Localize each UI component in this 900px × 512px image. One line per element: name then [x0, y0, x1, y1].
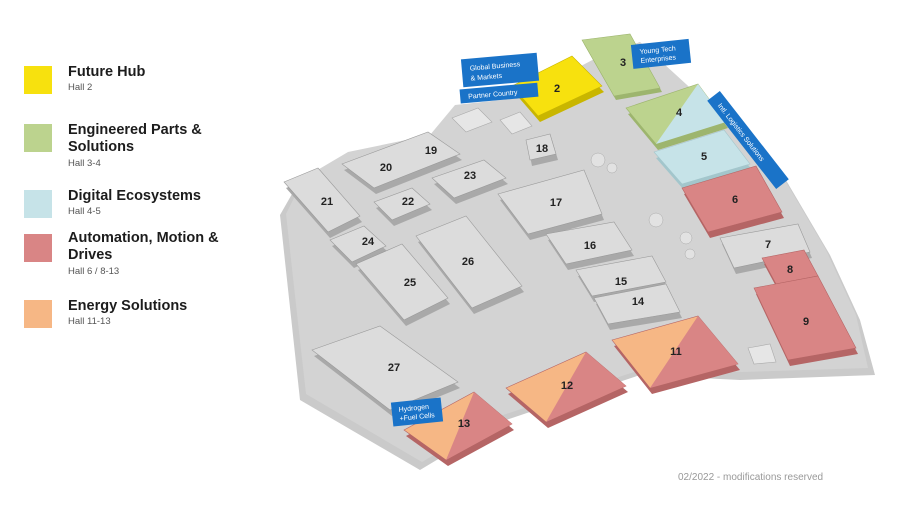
hall-number: 7 — [765, 239, 771, 251]
legend-item-future-hub[interactable]: Future Hub Hall 2 — [24, 60, 254, 118]
hall-23[interactable]: 23 — [431, 159, 508, 204]
legend: Future Hub Hall 2 Engineered Parts & Sol… — [24, 60, 254, 352]
hall-number: 17 — [550, 197, 562, 209]
tag-text: +Fuel Cells — [399, 412, 435, 423]
hall-number: 6 — [732, 194, 738, 206]
hall-7[interactable]: 7 — [719, 223, 812, 274]
hall-number: 21 — [321, 196, 333, 208]
pavilion — [684, 248, 696, 260]
hall-3[interactable]: 3 — [581, 33, 662, 100]
hall-number: 2 — [554, 83, 560, 95]
hall-number: 8 — [787, 264, 793, 276]
hall-number: 25 — [404, 277, 416, 289]
hall-24[interactable]: 24 — [329, 225, 388, 268]
legend-item-automation-motion-drives[interactable]: Automation, Motion & Drives Hall 6 / 8-1… — [24, 226, 254, 294]
hall-13[interactable]: 13 — [403, 391, 514, 466]
pavilion — [606, 162, 618, 174]
hall-number: 18 — [536, 143, 548, 155]
hall-number: 26 — [462, 256, 474, 268]
hall-number: 12 — [561, 380, 573, 392]
connector-block — [747, 343, 777, 365]
legend-swatch — [24, 300, 52, 328]
hall-number: 13 — [458, 418, 470, 430]
connector-block — [499, 111, 533, 135]
hall-12[interactable]: 12 — [505, 351, 628, 428]
hall-17[interactable]: 17 — [497, 169, 604, 240]
legend-hall: Hall 4-5 — [68, 206, 101, 217]
legend-swatch — [24, 66, 52, 94]
tag-text: Young Tech — [639, 45, 676, 56]
hall-16[interactable]: 16 — [545, 221, 634, 270]
hall-number: 9 — [803, 316, 809, 328]
tag-text: Partner Country — [468, 89, 518, 100]
hall-18[interactable]: 18 — [525, 133, 558, 166]
hall-2[interactable]: 2 — [511, 55, 604, 122]
hall-number: 4 — [676, 107, 683, 119]
hall-9[interactable]: 9 — [753, 275, 858, 366]
hall-22[interactable]: 22 — [373, 187, 432, 226]
legend-hall: Hall 2 — [68, 82, 93, 93]
tag-text: Enterprises — [640, 54, 676, 65]
hall-number: 27 — [388, 362, 400, 374]
hall-number: 5 — [701, 151, 707, 163]
footer-note: 02/2022 - modifications reserved — [678, 472, 824, 483]
legend-title: Digital Ecosystems — [68, 188, 201, 204]
legend-swatch — [24, 124, 52, 152]
tag-young-tech[interactable]: Young Tech Enterprises — [630, 38, 692, 69]
legend-hall: Hall 6 / 8-13 — [68, 266, 120, 277]
legend-swatch — [24, 190, 52, 218]
legend-item-energy-solutions[interactable]: Energy Solutions Hall 11-13 — [24, 294, 254, 352]
pavilion — [679, 231, 693, 245]
pavilion — [590, 152, 606, 168]
hall-number: 3 — [620, 57, 626, 69]
tag-text: & Markets — [470, 73, 502, 83]
legend-title: Future Hub — [68, 64, 146, 80]
hall-25[interactable]: 25 — [355, 243, 450, 326]
legend-title: Automation, Motion & Drives — [68, 230, 219, 263]
hall-number: 24 — [362, 236, 375, 248]
legend-title: Engineered Parts & Solutions — [68, 122, 202, 155]
tag-global-business[interactable]: Global Business & Markets — [460, 52, 540, 88]
hall-number: 23 — [464, 170, 476, 182]
hall-number: 22 — [402, 196, 414, 208]
hall-20-19[interactable]: 20 19 — [341, 131, 462, 194]
hall-21[interactable]: 21 — [283, 167, 362, 238]
hall-number: 19 — [425, 145, 437, 157]
hall-27[interactable]: 27 — [311, 325, 460, 416]
pavilion — [648, 212, 664, 228]
legend-item-engineered-parts[interactable]: Engineered Parts & Solutions Hall 3-4 — [24, 118, 254, 184]
hall-4[interactable]: 4 — [625, 83, 728, 150]
tag-partner-country[interactable]: Partner Country — [459, 82, 539, 104]
hall-14[interactable]: 14 — [593, 283, 682, 330]
tag-text: Hydrogen — [398, 404, 429, 414]
hall-11[interactable]: 11 — [611, 315, 740, 394]
tag-hydrogen[interactable]: Hydrogen +Fuel Cells — [390, 397, 444, 427]
legend-hall: Hall 11-13 — [68, 316, 111, 327]
legend-swatch — [24, 234, 52, 262]
legend-title: Energy Solutions — [68, 298, 188, 314]
hall-number: 15 — [615, 276, 627, 288]
hall-number: 11 — [670, 346, 682, 358]
tag-text: Global Business — [470, 61, 521, 72]
connector-block — [451, 107, 493, 133]
hall-6[interactable]: 6 — [681, 165, 784, 238]
hall-number: 14 — [632, 296, 645, 308]
hall-number: 16 — [584, 240, 596, 252]
hall-26[interactable]: 26 — [415, 215, 524, 314]
legend-hall: Hall 3-4 — [68, 158, 101, 169]
legend-item-digital-ecosystems[interactable]: Digital Ecosystems Hall 4-5 — [24, 184, 254, 226]
hall-number: 20 — [380, 162, 392, 174]
